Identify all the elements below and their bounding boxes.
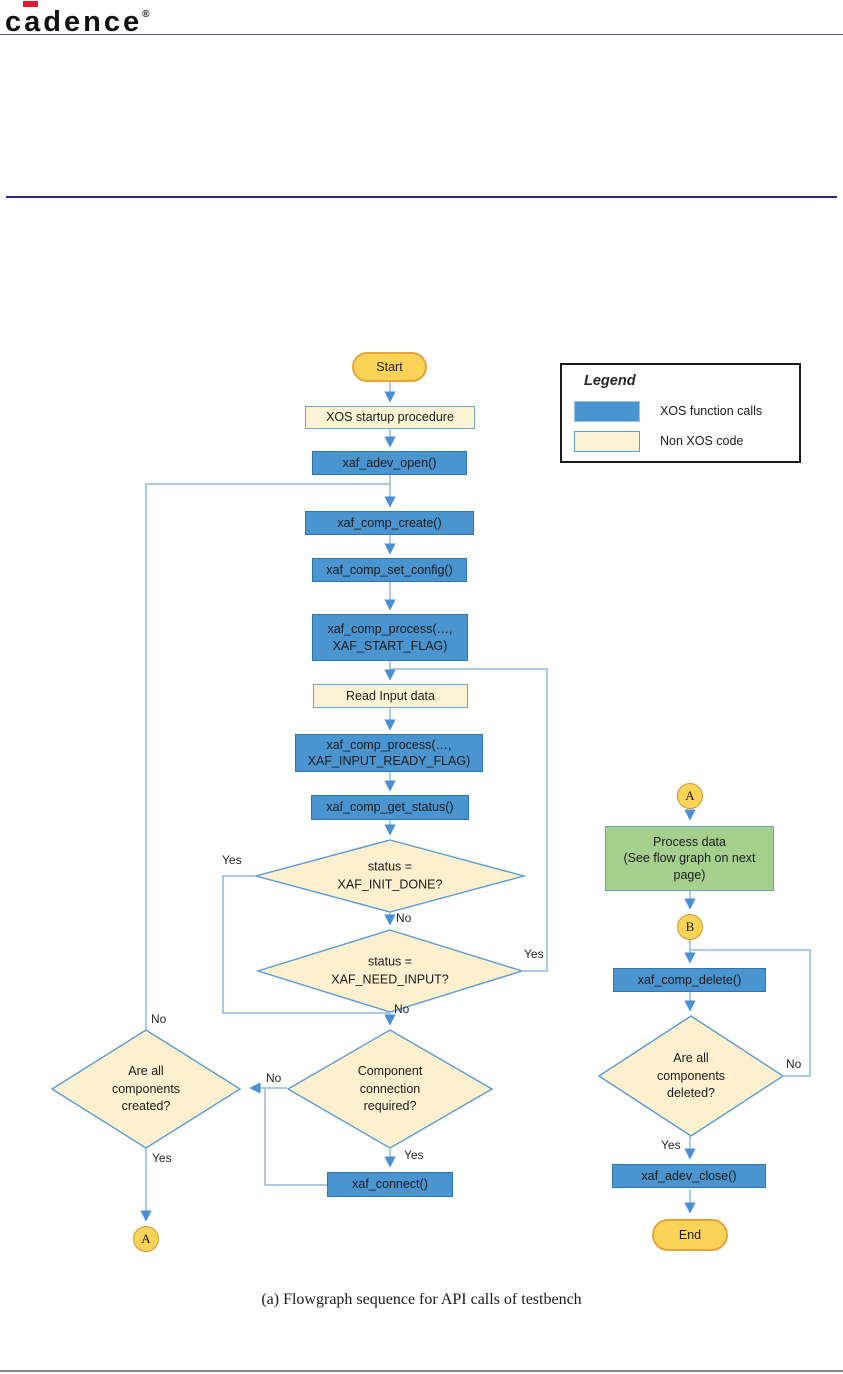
edge-label-need-input-yes: Yes xyxy=(524,947,544,961)
diamond-all-deleted xyxy=(597,1015,785,1137)
xaf-comp-process-start-node: xaf_comp_process(…, XAF_START_FLAG) xyxy=(312,614,468,661)
read-input-node: Read Input data xyxy=(313,684,468,708)
section-rule xyxy=(6,196,837,198)
footer-rule xyxy=(0,1370,843,1372)
legend-title: Legend xyxy=(584,373,636,389)
connector-b-node: B xyxy=(677,914,703,940)
xaf-comp-delete-node: xaf_comp_delete() xyxy=(613,968,766,992)
process-data-node: Process data (See flow graph on next pag… xyxy=(605,826,774,891)
decision-init-done-label: status = XAF_INIT_DONE? xyxy=(337,859,443,892)
xaf-adev-open-node: xaf_adev_open() xyxy=(312,451,467,475)
cadence-logo-red-bar-icon xyxy=(23,1,38,7)
edge-label-created-yes: Yes xyxy=(152,1151,172,1165)
edge-label-init-done-yes: Yes xyxy=(222,853,242,867)
xaf-comp-create-node: xaf_comp_create() xyxy=(305,511,474,535)
xaf-comp-set-config-node: xaf_comp_set_config() xyxy=(312,558,467,582)
end-node: End xyxy=(652,1219,728,1251)
edge-label-conn-yes: Yes xyxy=(404,1148,424,1162)
edge-label-deleted-yes: Yes xyxy=(661,1138,681,1152)
edge-label-created-no: No xyxy=(151,1012,167,1026)
figure-caption: (a) Flowgraph sequence for API calls of … xyxy=(261,1291,582,1308)
edge-label-deleted-no: No xyxy=(786,1057,802,1071)
edge-label-init-done-no: No xyxy=(396,911,412,925)
decision-conn-required-label: Component connection required? xyxy=(357,1063,423,1113)
decision-need-input-label: status = XAF_NEED_INPUT? xyxy=(331,954,449,987)
decision-all-created-label: Are all components created? xyxy=(111,1063,181,1113)
legend-swatch-xos-calls xyxy=(574,401,640,422)
legend-label-xos-calls: XOS function calls xyxy=(660,404,763,418)
flow-lines xyxy=(140,382,811,1222)
xaf-adev-close-node: xaf_adev_close() xyxy=(612,1164,766,1188)
edge-label-need-input-no: No xyxy=(394,1002,410,1016)
edge-label-conn-no: No xyxy=(266,1071,282,1085)
legend-label-non-xos: Non XOS code xyxy=(660,434,744,448)
header-rule xyxy=(0,34,843,35)
legend-box: Legend XOS function calls Non XOS code xyxy=(560,363,801,463)
connector-a-right-node: A xyxy=(677,783,703,809)
decision-diamonds xyxy=(50,839,785,1149)
xaf-comp-process-input-ready-node: xaf_comp_process(…, XAF_INPUT_READY_FLAG… xyxy=(295,734,483,772)
start-node: Start xyxy=(352,352,427,382)
connector-a-left-node: A xyxy=(133,1226,159,1252)
legend-swatch-non-xos xyxy=(574,431,640,452)
xos-startup-node: XOS startup procedure xyxy=(305,406,475,429)
xaf-comp-get-status-node: xaf_comp_get_status() xyxy=(311,795,469,820)
cadence-logo-text: cadence xyxy=(5,6,143,38)
xaf-connect-node: xaf_connect() xyxy=(327,1172,453,1197)
decision-all-deleted-label: Are all components deleted? xyxy=(656,1050,726,1100)
cadence-logo: cadence® xyxy=(5,0,149,39)
registered-mark: ® xyxy=(142,9,150,20)
